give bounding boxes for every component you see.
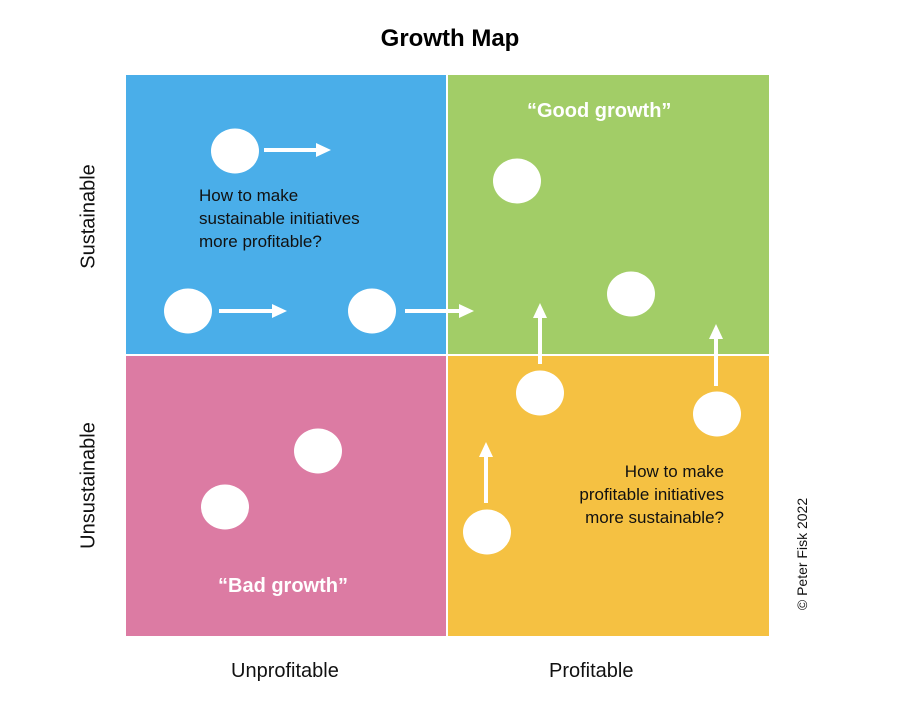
diagram-title: Growth Map	[380, 25, 520, 52]
question-line: profitable initiatives	[579, 485, 724, 504]
question-line: How to make	[624, 462, 724, 481]
y-axis-label-unsustainable: Unsustainable	[77, 422, 100, 549]
copyright-text: © Peter Fisk 2022	[794, 497, 810, 611]
x-axis-label-unprofitable: Unprofitable	[231, 660, 339, 682]
initiative-dot-icon	[463, 509, 511, 555]
good-growth-label: “Good growth”	[527, 100, 672, 122]
question-line: more sustainable?	[585, 508, 724, 527]
initiative-dot-icon	[516, 370, 564, 416]
initiative-dot-icon	[294, 428, 342, 474]
initiative-dot-icon	[607, 271, 655, 317]
initiative-dot-icon	[211, 128, 259, 174]
y-axis-label-sustainable: Sustainable	[77, 164, 100, 269]
bad-growth-label: “Bad growth”	[218, 575, 348, 597]
question-sustainable-to-profitable: How to make sustainable initiatives more…	[199, 184, 360, 253]
initiative-dot-icon	[693, 391, 741, 437]
x-axis-label-profitable: Profitable	[549, 660, 634, 682]
initiative-dot-icon	[348, 288, 396, 334]
quadrant-sustainable-profitable	[448, 75, 769, 354]
question-profitable-to-sustainable: How to make profitable initiatives more …	[579, 460, 724, 529]
initiative-dot-icon	[164, 288, 212, 334]
initiative-dot-icon	[493, 158, 541, 204]
initiative-dot-icon	[201, 484, 249, 530]
question-line: sustainable initiatives	[199, 209, 360, 228]
question-line: How to make	[199, 186, 299, 205]
question-line: more profitable?	[199, 232, 322, 251]
quadrant-unsustainable-unprofitable	[126, 356, 446, 636]
